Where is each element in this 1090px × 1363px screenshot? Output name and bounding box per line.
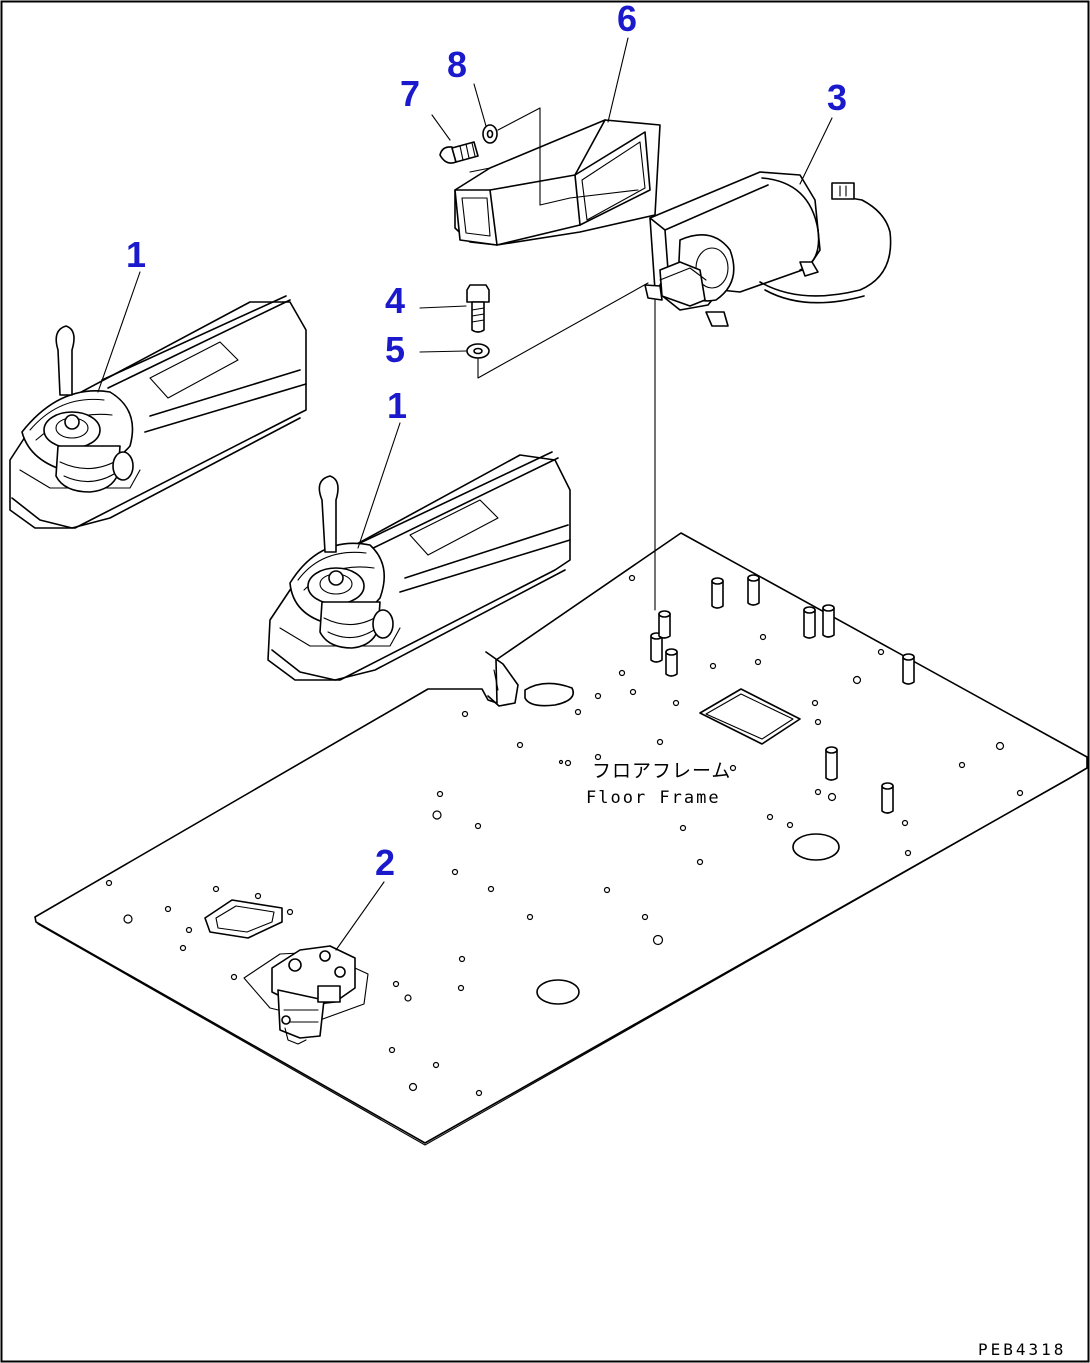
drawing-code: PEB4318: [978, 1340, 1066, 1359]
floor-posts: [650, 574, 915, 814]
blower-unit: [644, 171, 892, 327]
callout-1-left: 1: [126, 234, 146, 275]
control-lever-console-right: [267, 451, 571, 681]
floor-holes: [105, 574, 1024, 1097]
callout-3: 3: [827, 77, 847, 118]
callout-5: 5: [385, 329, 405, 370]
callout-7: 7: [400, 73, 420, 114]
callout-1-right: 1: [387, 385, 407, 426]
callout-8: 8: [447, 44, 467, 85]
callout-4: 4: [385, 280, 405, 321]
bolt-4: [466, 284, 490, 333]
callout-6: 6: [617, 0, 637, 39]
washer-8: [482, 124, 498, 144]
floor-cutouts: [204, 682, 840, 1005]
travel-pedal-valve: [243, 945, 369, 1045]
callouts: 1 1 2 3 4 5 6 7 8: [126, 0, 847, 883]
air-duct: [454, 119, 661, 246]
floor-frame: [34, 532, 1088, 1146]
bolt-7: [439, 141, 479, 164]
washer-5: [466, 343, 490, 359]
floor-frame-label-jp: フロアフレーム: [592, 760, 731, 782]
floor-frame-label-en: Floor Frame: [586, 788, 721, 808]
control-lever-console-left: [9, 295, 307, 529]
assembly-lines: [97, 37, 833, 951]
callout-2: 2: [375, 842, 395, 883]
